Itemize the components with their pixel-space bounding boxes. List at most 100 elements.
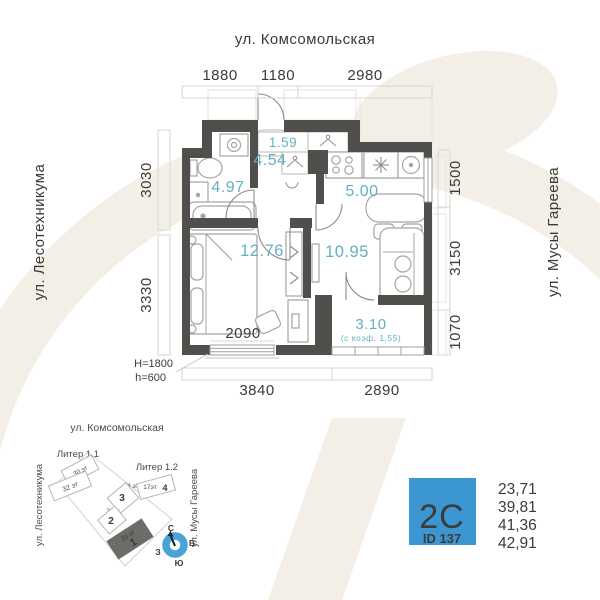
dim-bottom-2: 2890 xyxy=(364,382,399,399)
building-2 xyxy=(97,505,127,535)
dim-right-2: 3150 xyxy=(447,240,464,275)
pillow-icon xyxy=(190,287,204,325)
blanket-fold-line xyxy=(205,233,233,261)
walls xyxy=(182,120,432,355)
compass-needle-tip-icon xyxy=(167,530,174,537)
dimension-labels: 1880 1180 2980 3030 3330 1500 3150 1070 … xyxy=(134,67,464,399)
street-label-left: ул. Лесотехникума xyxy=(31,163,48,300)
washing-machine-icon xyxy=(219,133,249,157)
hallway-fixtures xyxy=(255,129,349,189)
area-value-3: 41,36 xyxy=(498,517,537,534)
window-height-note: H=1800 xyxy=(134,358,173,370)
window-note-leader xyxy=(175,353,209,373)
burner-icon xyxy=(331,155,341,165)
entrance-door-icon xyxy=(257,93,285,121)
washing-machine-drum-icon xyxy=(226,137,242,153)
building-4-number: 4 xyxy=(162,483,167,493)
stove-icon xyxy=(325,151,363,179)
bedroom-area-label: 12.76 xyxy=(240,242,284,260)
compass-west-label: З xyxy=(155,547,160,557)
dim-left-2: 3330 xyxy=(138,277,155,312)
type-label: 2С xyxy=(419,498,464,536)
doors xyxy=(225,93,375,301)
area-value-2: 39,81 xyxy=(498,499,537,516)
street-label-right: ул. Мусы Гареева xyxy=(545,167,562,297)
area-value-1: 23,71 xyxy=(498,481,537,498)
bedroom-fixtures xyxy=(186,231,309,343)
bathtub-drain-icon xyxy=(200,213,206,219)
dim-top-2: 1180 xyxy=(261,67,295,84)
dim-bottom-1: 3840 xyxy=(239,382,274,399)
wardrobe-hangers-icon xyxy=(289,245,299,285)
compass-south-label: Ю xyxy=(175,558,184,568)
building-2-number: 2 xyxy=(108,516,114,527)
washing-machine-drum-center-icon xyxy=(230,141,238,149)
bedroom-window xyxy=(209,344,275,356)
dim-right-1: 1500 xyxy=(447,160,464,195)
monitor-icon xyxy=(291,313,300,329)
dim-top-3: 2980 xyxy=(347,67,382,84)
burner-icon xyxy=(344,165,354,175)
living-fixtures xyxy=(311,227,425,303)
building-4-floors: 17эт xyxy=(143,484,156,491)
area-value-4: 42,91 xyxy=(498,535,537,552)
building-3-floors: 24 эт xyxy=(123,483,138,490)
site-street-left: ул. Лесотехникума xyxy=(34,463,45,546)
compass-east-label: В xyxy=(189,538,195,548)
site-street-right: ул. Мусы Гареева xyxy=(189,468,200,547)
bathroom-area-label: 4.97 xyxy=(211,179,244,196)
hanger-hook-icon xyxy=(292,155,298,161)
apartment-card: 2С ID 137 23,71 39,81 41,36 42,91 xyxy=(409,478,537,552)
type-badge xyxy=(409,478,476,545)
liter-1-label: Литер 1.1 xyxy=(57,449,99,460)
kitchen-sink-drain-icon xyxy=(408,162,414,168)
watermark-leg xyxy=(268,418,406,600)
wardrobe-icon xyxy=(285,231,303,297)
burner-icon xyxy=(345,156,353,164)
burner-icon xyxy=(332,166,340,174)
balcony-area-label: 3.10 xyxy=(355,316,386,333)
sofa-pillow-icon xyxy=(394,255,412,273)
compass: С В З Ю xyxy=(155,523,195,568)
dimension-boxes xyxy=(157,85,451,381)
windows xyxy=(205,157,433,359)
sofa-pillow-icon xyxy=(394,275,412,293)
window-sill-note: h=600 xyxy=(135,372,166,384)
balcony-door-icon xyxy=(345,271,375,301)
room-labels: 4.97 4.54 1.59 5.00 12.76 10.95 3.10 (с … xyxy=(211,135,400,343)
kitchen-fixtures xyxy=(325,151,429,240)
building-1-number: 1 xyxy=(128,536,140,549)
kitchen-door-icon xyxy=(315,203,343,231)
bedroom-door-icon xyxy=(257,227,291,261)
pillow-icon xyxy=(190,243,204,281)
hook-icon xyxy=(285,181,299,189)
dim-top-1: 1880 xyxy=(202,67,237,84)
closet-area-label: 1.59 xyxy=(269,135,297,150)
sofa-icon xyxy=(379,227,425,303)
bathroom-door-icon xyxy=(225,189,255,219)
watermark-blob xyxy=(352,50,558,170)
id-label: ID 137 xyxy=(423,531,461,546)
dim-window-width: 2090 xyxy=(225,325,260,342)
snowflake-icon xyxy=(373,157,389,173)
toilet-icon xyxy=(197,157,223,179)
hanger-hook-icon xyxy=(325,134,331,140)
site-plan: ул. Комсомольская ул. Лесотехникума ул. … xyxy=(34,422,200,568)
dim-right-3: 1070 xyxy=(447,314,464,349)
sink-drain-icon xyxy=(195,192,201,198)
dim-left-1: 3030 xyxy=(138,162,155,197)
living-area-label: 10.95 xyxy=(325,243,369,261)
building-1-highlighted: 20 эт 1 xyxy=(106,518,154,560)
site-street-top: ул. Комсомольская xyxy=(70,422,163,434)
toilet-tank-icon xyxy=(189,159,198,177)
liter-2-label: Литер 1.2 xyxy=(136,462,178,473)
hallway-area-label: 4.54 xyxy=(253,152,286,169)
desk-chair-icon xyxy=(254,309,282,335)
building-3 xyxy=(106,481,140,515)
street-label-top: ул. Комсомольская xyxy=(235,31,375,48)
building-4 xyxy=(135,474,177,500)
tv-icon xyxy=(311,243,320,283)
compass-north-label: С xyxy=(168,523,174,533)
